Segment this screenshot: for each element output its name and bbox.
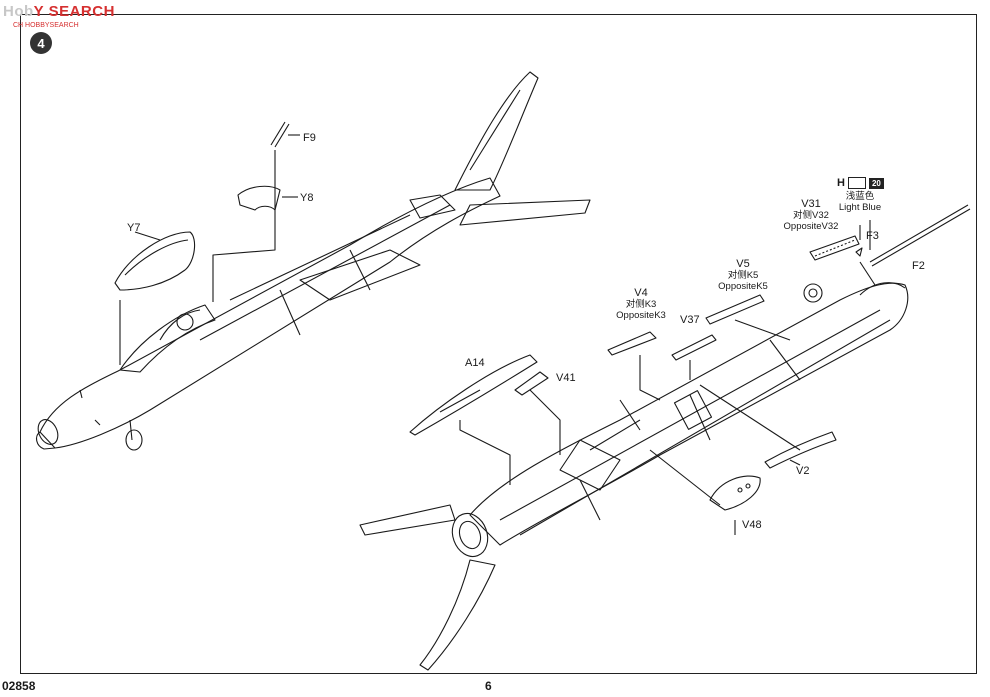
catalog-number: 02858 — [2, 679, 36, 693]
label-v5-cn: 对侧K5 — [727, 270, 759, 281]
label-v5: V5 — [736, 258, 750, 270]
part-f3-shape — [855, 247, 863, 257]
part-v48-shape — [709, 475, 761, 511]
label-v31: V31 — [801, 198, 821, 210]
label-v2: V2 — [796, 465, 810, 477]
label-v31-cn: 对侧V32 — [793, 210, 829, 221]
watermark-part1: Hob — [3, 3, 34, 20]
paint-brand-letter: H — [837, 177, 845, 189]
label-v31-en: OppositeV32 — [783, 221, 839, 232]
watermark-sub: CH HOBBYSEARCH — [13, 22, 79, 29]
label-v5-en: OppositeK5 — [718, 281, 768, 292]
part-v31-shape — [809, 235, 860, 261]
part-v2-shape — [764, 431, 837, 469]
part-v37-shape — [671, 334, 717, 361]
page-frame — [20, 14, 977, 674]
part-y8-shape — [237, 185, 281, 211]
label-v4-cn: 对侧K3 — [625, 299, 657, 310]
label-v5-group: V5 对侧K5 OppositeK5 — [712, 258, 774, 292]
watermark-logo: HobY SEARCH — [3, 3, 115, 20]
label-v41: V41 — [556, 372, 576, 384]
label-v37: V37 — [680, 314, 700, 326]
label-y8: Y8 — [300, 192, 314, 204]
label-v31-group: V31 对侧V32 OppositeV32 — [780, 198, 842, 232]
paint-number: 20 — [868, 177, 884, 189]
part-y7-shape — [114, 231, 196, 291]
part-f9-shape — [270, 121, 290, 148]
label-v48: V48 — [742, 519, 762, 531]
paint-name-cn: 浅蓝色 — [845, 191, 875, 202]
part-v4-shape — [607, 331, 657, 356]
label-f9: F9 — [303, 132, 316, 144]
label-a14: A14 — [465, 357, 485, 369]
part-v5-shape — [705, 294, 765, 325]
upper-left-aircraft — [35, 71, 591, 451]
part-a14-shape — [409, 354, 538, 436]
paint-callout: H 20 — [837, 177, 884, 189]
page-number: 6 — [485, 679, 492, 693]
label-y7: Y7 — [127, 222, 141, 234]
part-f2-shape — [869, 204, 971, 267]
label-v4: V4 — [634, 287, 648, 299]
step-number-badge: 4 — [30, 32, 52, 54]
watermark-part2: Y SEARCH — [33, 3, 115, 20]
paint-name-group: 浅蓝色 Light Blue — [832, 191, 888, 213]
label-v4-group: V4 对侧K3 OppositeK3 — [610, 287, 672, 321]
label-f3: F3 — [866, 230, 879, 242]
paint-swatch — [847, 177, 866, 189]
label-v4-en: OppositeK3 — [616, 310, 666, 321]
label-f2: F2 — [912, 260, 925, 272]
part-v41-shape — [514, 371, 549, 396]
paint-name-en: Light Blue — [838, 202, 882, 213]
lower-right-aircraft — [359, 282, 909, 671]
